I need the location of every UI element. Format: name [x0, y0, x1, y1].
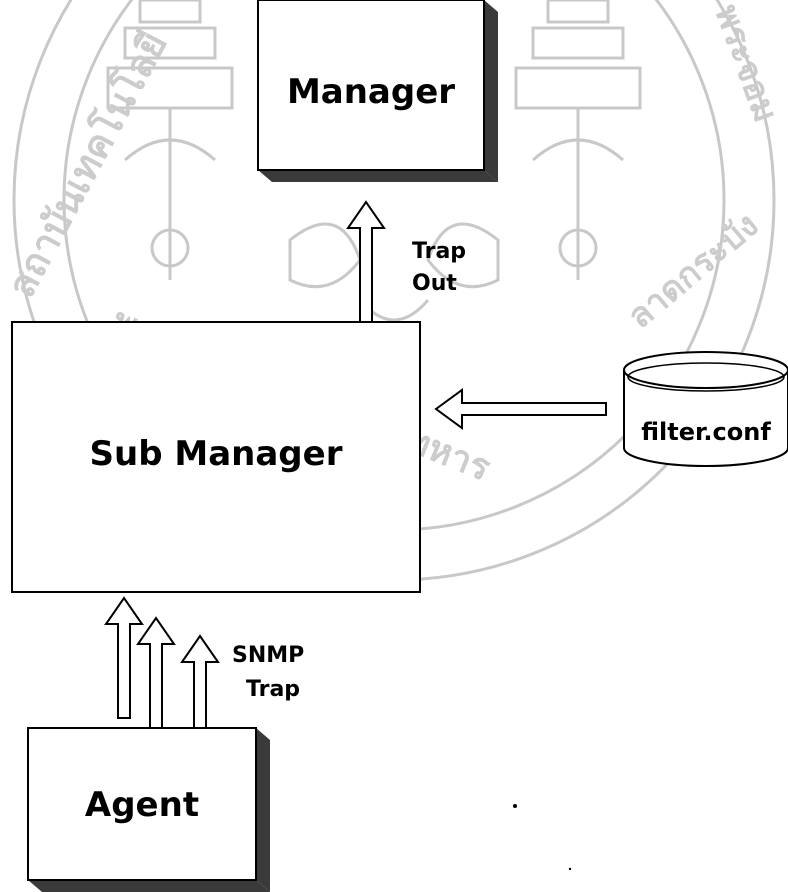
watermark-text-right: ลาดกระบัง	[620, 205, 766, 337]
trap-out-label-line1: Trap	[412, 239, 466, 264]
watermark-text-top-right: พระจอม	[707, 0, 786, 127]
watermark-right-ornament	[516, 0, 640, 280]
sub-manager-label: Sub Manager	[90, 434, 343, 474]
manager-node: Manager	[258, 0, 498, 182]
trap-out-label-line2: Out	[412, 271, 457, 296]
filter-conf-label: filter.conf	[641, 418, 771, 446]
snmp-trap-label-line2: Trap	[246, 677, 300, 702]
filter-conf-database: filter.conf	[624, 352, 788, 466]
scan-speck	[513, 804, 517, 808]
snmp-trap-arrow-2	[138, 618, 174, 740]
manager-label: Manager	[287, 72, 455, 112]
config-arrow	[436, 390, 606, 428]
agent-node: Agent	[28, 728, 270, 892]
watermark-text-left: สถาบันเทคโนโลยี	[0, 24, 176, 304]
snmp-trap-arrow-1	[106, 598, 142, 718]
agent-label: Agent	[85, 785, 199, 825]
scan-speck	[569, 868, 571, 870]
trap-out-arrow: Trap Out	[348, 202, 466, 322]
snmp-trap-label-line1: SNMP	[232, 643, 304, 668]
sub-manager-node: Sub Manager	[12, 322, 420, 592]
